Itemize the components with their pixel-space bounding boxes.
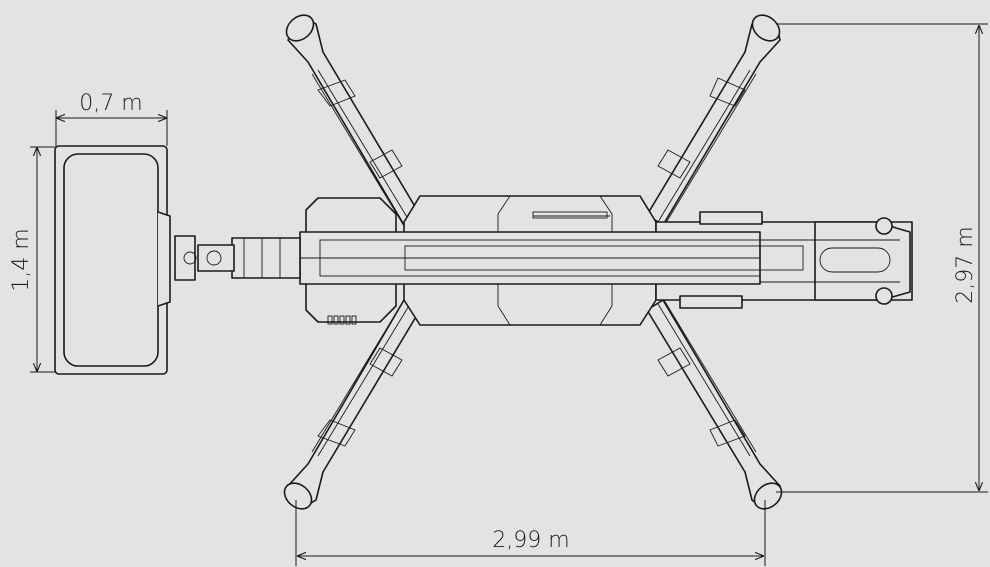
- outrigger-rear-left: [287, 299, 421, 507]
- jib-rotator: [174, 235, 301, 281]
- dimension-basket-width: 0,7 m: [55, 91, 168, 146]
- dimension-span-height: 2,97 m: [776, 23, 988, 493]
- dimension-basket-length: 1,4 m: [9, 146, 56, 373]
- outrigger-front-left: [287, 17, 421, 227]
- telescopic-boom: [299, 231, 804, 285]
- label-span-height: 2,97 m: [953, 226, 978, 303]
- label-basket-width: 0,7 m: [79, 91, 142, 116]
- outrigger-pads: [283, 14, 783, 510]
- basket: [54, 145, 171, 375]
- label-span-width: 2,99 m: [492, 528, 569, 553]
- outrigger-front-right: [646, 17, 781, 227]
- label-basket-length: 1,4 m: [9, 228, 34, 291]
- outrigger-rear-right: [646, 299, 781, 509]
- dimension-span-width: 2,99 m: [295, 500, 766, 566]
- boom-rear: [644, 211, 913, 309]
